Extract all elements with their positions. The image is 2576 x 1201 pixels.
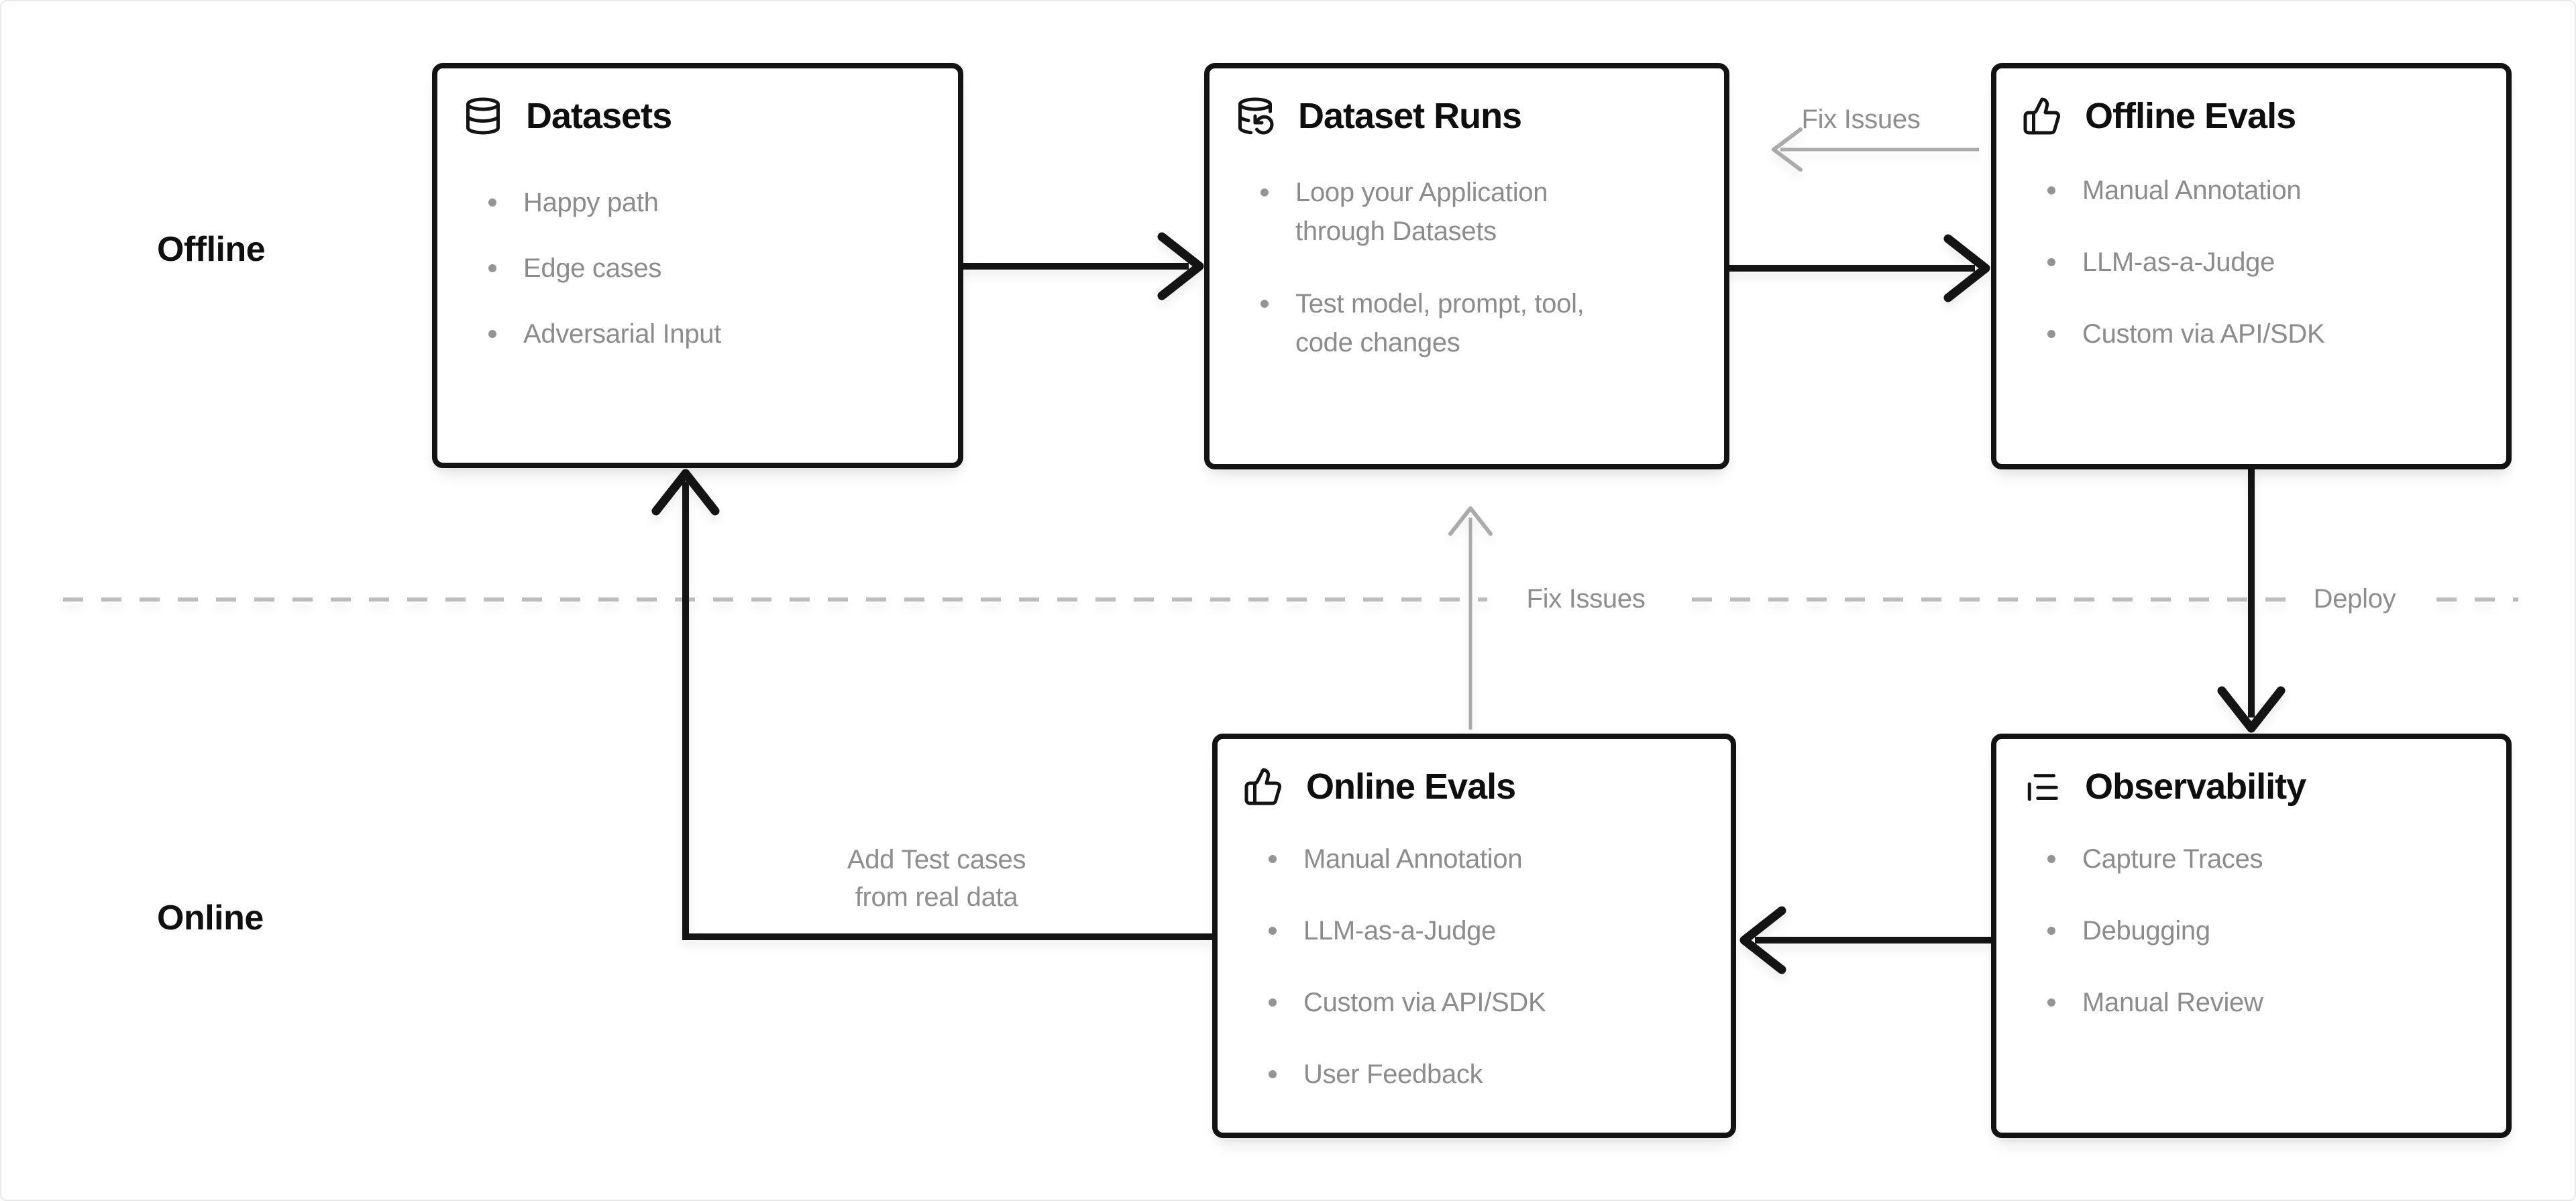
arrow-fix-issues-vertical-gray xyxy=(1448,506,1493,730)
dataset-runs-box: Dataset Runs Loop your Application throu… xyxy=(1204,63,1729,469)
online-evals-box-header: Online Evals xyxy=(1243,766,1516,807)
list-item: Manual Annotation xyxy=(1269,842,1715,876)
offline-evals-box-header: Offline Evals xyxy=(2022,95,2296,137)
add-test-cases-label: Add Test cases from real data xyxy=(847,845,1026,912)
offline-evals-box: Offline Evals Manual Annotation LLM-as-a… xyxy=(1991,63,2512,469)
box-title: Datasets xyxy=(526,96,672,136)
arrow-deploy-offline-evals-to-observability xyxy=(2217,469,2286,733)
datasets-bullet-list: Happy path Edge cases Adversarial Input xyxy=(488,185,942,382)
fix-issues-label-top: Fix Issues xyxy=(1801,105,1921,134)
list-item: Capture Traces xyxy=(2047,842,2490,876)
database-icon xyxy=(466,97,500,135)
thumbs-up-icon xyxy=(2023,97,2061,135)
list-item: Custom via API/SDK xyxy=(2047,317,2490,351)
arrow-dataset-runs-to-offline-evals xyxy=(1729,234,1990,302)
online-evals-bullet-list: Manual Annotation LLM-as-a-Judge Custom … xyxy=(1269,842,1715,1129)
arrow-datasets-to-dataset-runs xyxy=(963,232,1204,300)
offline-evals-bullet-list: Manual Annotation LLM-as-a-Judge Custom … xyxy=(2047,173,2490,388)
trace-list-icon xyxy=(2027,774,2058,801)
online-section-label: Online xyxy=(157,899,264,937)
arrow-observability-to-online-evals xyxy=(1739,906,1991,974)
list-item: Debugging xyxy=(2047,913,2490,948)
list-item: LLM-as-a-Judge xyxy=(1269,913,1715,948)
list-item: Adversarial Input xyxy=(488,317,942,351)
dataset-runs-bullet-list: Loop your Application through Datasets T… xyxy=(1260,173,1708,396)
list-item: LLM-as-a-Judge xyxy=(2047,245,2490,280)
list-item: User Feedback xyxy=(1269,1057,1715,1092)
list-item: Manual Review xyxy=(2047,985,2490,1020)
list-item: Loop your Application through Datasets xyxy=(1260,173,1708,251)
dataset-runs-box-header: Dataset Runs xyxy=(1235,95,1522,137)
observability-bullet-list: Capture Traces Debugging Manual Review xyxy=(2047,842,2490,1057)
arrow-fix-issues-top-gray xyxy=(1772,127,1979,172)
list-item: Test model, prompt, tool, code changes xyxy=(1260,284,1708,362)
thumbs-up-icon xyxy=(1244,768,1282,805)
observability-box-header: Observability xyxy=(2022,766,2306,807)
box-title: Online Evals xyxy=(1306,766,1516,807)
list-item: Custom via API/SDK xyxy=(1269,985,1715,1020)
fix-issues-label-middle: Fix Issues xyxy=(1526,584,1646,614)
online-evals-box: Online Evals Manual Annotation LLM-as-a-… xyxy=(1212,734,1736,1138)
box-title: Observability xyxy=(2085,766,2306,807)
offline-section-label: Offline xyxy=(157,230,266,269)
box-title: Offline Evals xyxy=(2085,96,2296,136)
database-refresh-icon xyxy=(1238,97,1274,135)
list-item: Happy path xyxy=(488,185,942,220)
datasets-box: Datasets Happy path Edge cases Adversari… xyxy=(432,63,963,468)
box-title: Dataset Runs xyxy=(1298,96,1522,136)
datasets-box-header: Datasets xyxy=(463,95,672,137)
arrow-online-evals-to-datasets xyxy=(651,469,1212,940)
observability-box: Observability Capture Traces Debugging M… xyxy=(1991,734,2512,1138)
list-item: Edge cases xyxy=(488,251,942,286)
list-item: Manual Annotation xyxy=(2047,173,2490,208)
deploy-label: Deploy xyxy=(2313,584,2396,614)
